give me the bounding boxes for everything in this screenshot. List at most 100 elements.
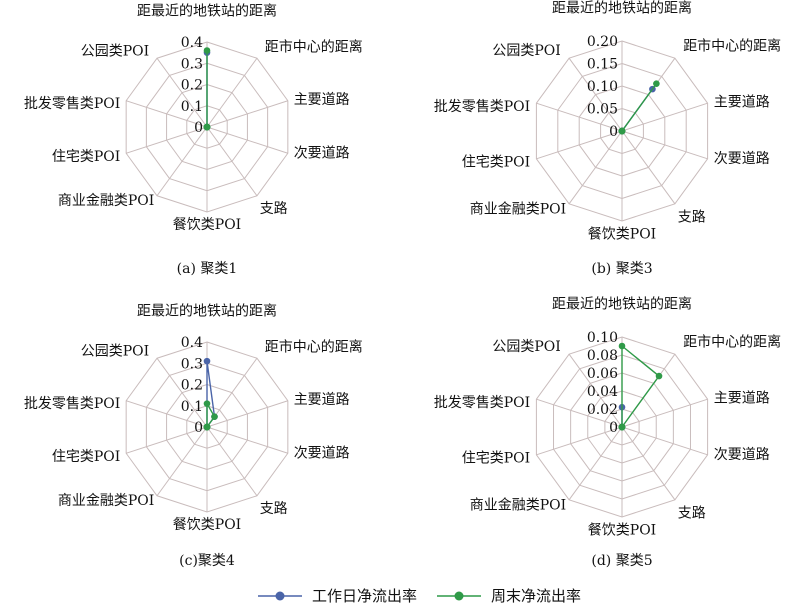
tick-label: 0.02 <box>587 402 618 418</box>
axis-spoke <box>568 130 623 205</box>
axis-spoke <box>621 426 708 456</box>
axis-spoke <box>621 102 708 132</box>
panel-caption: (c)聚类4 <box>179 553 235 569</box>
axis-label: 距市中心的距离 <box>265 38 363 55</box>
axis-spoke <box>568 57 623 132</box>
panel-caption: (b) 聚类3 <box>591 261 652 277</box>
data-point <box>655 372 663 380</box>
axis-spoke <box>126 426 208 454</box>
axis-spoke <box>536 130 623 160</box>
axis-label: 支路 <box>678 210 706 226</box>
axis-label: 住宅类POI <box>462 451 530 467</box>
tick-label: 0 <box>194 120 203 136</box>
axis-label: 商业金融类POI <box>58 193 154 209</box>
axis-label: 住宅类POI <box>462 155 530 171</box>
axis-label: 批发零售类POI <box>24 396 120 412</box>
axis-spoke <box>536 102 623 132</box>
axis-label: 住宅类POI <box>52 149 120 165</box>
radar-panel-3: 00.10.20.30.4距最近的地铁站的距离距市中心的距离主要道路次要道路支路… <box>24 303 363 569</box>
axis-label: 主要道路 <box>714 94 770 110</box>
axis-label: 支路 <box>260 201 288 217</box>
legend-marker-weekend <box>454 591 464 601</box>
radar-panel-2: 00.050.100.150.20距最近的地铁站的距离距市中心的距离主要道路次要… <box>434 0 781 277</box>
axis-label: 主要道路 <box>294 92 350 108</box>
axis-label: 公园类POI <box>492 339 560 355</box>
axis-spoke <box>536 398 623 428</box>
series-line <box>206 400 216 430</box>
legend-label-weekday: 工作日净流出率 <box>312 587 417 605</box>
axis-label: 住宅类POI <box>52 449 120 465</box>
data-point <box>653 80 660 87</box>
axis-label: 批发零售类POI <box>434 395 530 411</box>
axis-label: 餐饮类POI <box>173 217 241 233</box>
axis-label: 主要道路 <box>714 390 770 406</box>
axis-spoke <box>621 130 708 160</box>
tick-label: 0.1 <box>181 399 203 415</box>
axis-label: 距最近的地铁站的距离 <box>552 0 692 17</box>
data-point <box>203 357 211 365</box>
axis-label: 商业金融类POI <box>58 493 154 509</box>
axis-spoke <box>206 400 288 428</box>
axis-spoke <box>621 426 676 501</box>
series-line <box>621 83 657 132</box>
axis-label: 距市中心的距离 <box>683 334 781 351</box>
axis-label: 商业金融类POI <box>470 201 566 217</box>
tick-label: 0.2 <box>181 378 203 394</box>
radar-panel-1: 00.10.20.30.4距最近的地铁站的距离距市中心的距离主要道路次要道路支路… <box>24 3 363 277</box>
data-point <box>618 342 626 350</box>
axis-spoke <box>568 353 623 428</box>
axis-spoke <box>156 426 208 497</box>
axis-label: 距市中心的距离 <box>683 38 781 55</box>
axis-label: 次要道路 <box>294 146 350 162</box>
tick-label: 0.06 <box>587 366 618 382</box>
data-point <box>203 400 211 407</box>
axis-spoke <box>126 126 208 154</box>
axis-spoke <box>206 426 288 454</box>
axis-spoke <box>156 357 208 428</box>
tick-label: 0.2 <box>181 78 203 94</box>
axis-label: 支路 <box>260 501 288 517</box>
axis-label: 餐饮类POI <box>173 517 241 533</box>
axis-label: 公园类POI <box>81 344 149 360</box>
tick-label: 0.10 <box>587 330 618 346</box>
tick-label: 0.4 <box>181 35 203 51</box>
legend-marker-weekday <box>275 591 285 601</box>
radar-panel-4: 00.020.040.060.080.10距最近的地铁站的距离距市中心的距离主要… <box>434 296 781 569</box>
tick-label: 0.3 <box>181 356 203 372</box>
axis-spoke <box>568 426 623 501</box>
tick-label: 0.10 <box>587 79 618 95</box>
axis-label: 次要道路 <box>714 447 770 463</box>
axis-label: 餐饮类POI <box>588 227 656 243</box>
axis-label: 距最近的地铁站的距离 <box>552 296 692 313</box>
tick-label: 0 <box>194 420 203 436</box>
axis-spoke <box>206 57 258 128</box>
axis-label: 距最近的地铁站的距离 <box>137 303 277 320</box>
legend-label-weekend: 周末净流出率 <box>491 587 581 605</box>
axis-label: 批发零售类POI <box>434 99 530 115</box>
axis-spoke <box>156 57 208 128</box>
axis-spoke <box>536 426 623 456</box>
data-point <box>203 423 211 431</box>
tick-label: 0.05 <box>587 102 618 118</box>
axis-label: 餐饮类POI <box>588 523 656 539</box>
axis-label: 批发零售类POI <box>24 96 120 112</box>
tick-label: 0.15 <box>587 57 618 73</box>
series-line <box>621 344 660 430</box>
tick-label: 0.04 <box>587 384 618 400</box>
axis-label: 公园类POI <box>81 44 149 60</box>
panel-caption: (a) 聚类1 <box>177 261 238 277</box>
tick-label: 0.20 <box>587 34 618 50</box>
axis-spoke <box>206 126 258 197</box>
axis-spoke <box>126 100 208 128</box>
axis-spoke <box>126 400 208 428</box>
axis-spoke <box>621 130 676 205</box>
axis-label: 距最近的地铁站的距离 <box>137 3 277 20</box>
axis-label: 商业金融类POI <box>470 497 566 513</box>
axis-label: 次要道路 <box>714 151 770 167</box>
tick-label: 0.3 <box>181 56 203 72</box>
axis-label: 距市中心的距离 <box>265 338 363 355</box>
axis-label: 公园类POI <box>492 43 560 59</box>
data-point <box>211 413 218 420</box>
data-point <box>618 127 626 135</box>
